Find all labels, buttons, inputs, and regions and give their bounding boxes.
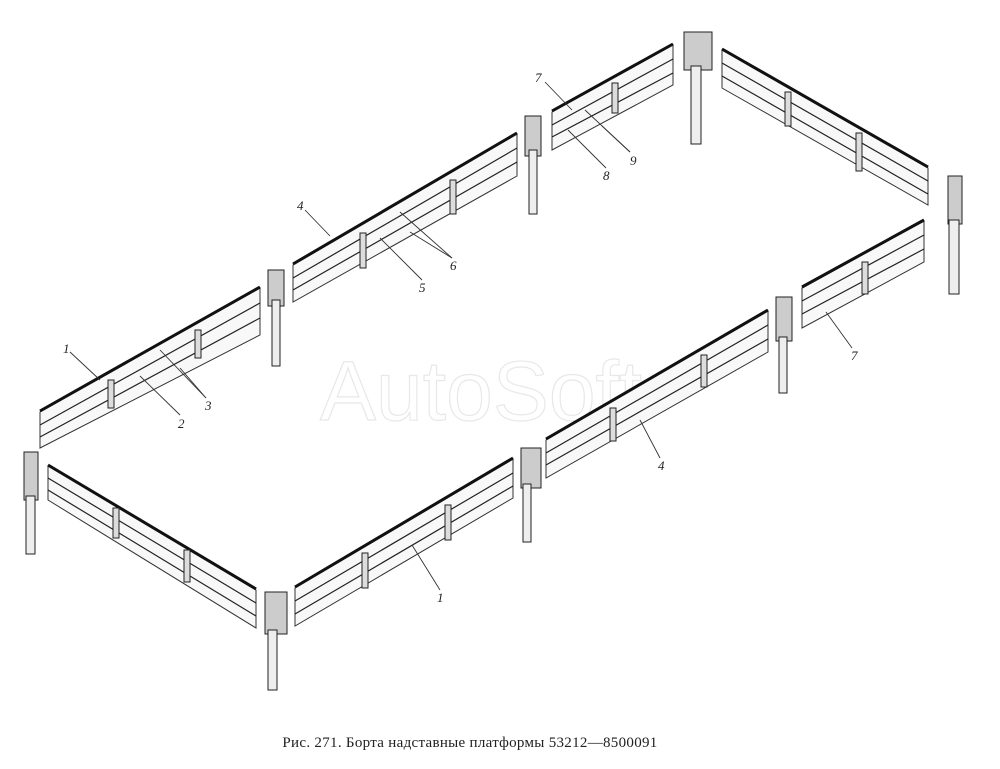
post-3: [683, 31, 713, 145]
panel-clip: [183, 549, 191, 583]
panel-clip: [855, 132, 863, 172]
figure-caption: Рис. 271. Борта надставные платформы 532…: [282, 735, 658, 751]
panel-clip: [609, 407, 617, 442]
leader-4-front: [639, 419, 661, 459]
callout-1-left: 1: [63, 341, 70, 356]
panel-clip: [700, 354, 708, 388]
callout-7-right: 7: [851, 348, 858, 363]
post-7: [264, 591, 288, 691]
panel-clip: [861, 261, 869, 295]
post-4: [947, 175, 963, 295]
leader-3a: [159, 349, 207, 399]
panel-front-long-right: [545, 308, 769, 479]
callout-7-top: 7: [535, 70, 542, 85]
panel-clip: [112, 507, 120, 539]
panel-left-front: [47, 463, 257, 629]
post-2: [524, 115, 542, 215]
callout-6: 6: [450, 258, 457, 273]
leader-8: [567, 129, 607, 169]
panel-clip: [107, 379, 115, 409]
panel-clip: [194, 329, 202, 359]
callout-2: 2: [178, 416, 185, 431]
callout-1-front: 1: [437, 590, 444, 605]
post-6: [520, 447, 542, 543]
leader-7-top: [544, 81, 573, 111]
panel-clip: [449, 179, 457, 215]
leader-6a: [399, 211, 453, 259]
callout-4-front: 4: [658, 458, 665, 473]
callout-4-top: 4: [297, 198, 304, 213]
panel-clip: [359, 232, 367, 269]
leader-9b: [601, 125, 631, 153]
panel-clip: [784, 91, 792, 127]
callout-3: 3: [204, 398, 212, 413]
leader-7-right: [825, 311, 853, 349]
leader-2: [139, 375, 181, 416]
panel-front-long-left: [294, 456, 514, 627]
leader-1-left: [69, 351, 101, 381]
panel-clip: [611, 82, 619, 114]
panel-right-back: [721, 47, 929, 206]
panel-clip: [444, 504, 452, 541]
leader-1-front: [411, 544, 441, 591]
leader-5: [379, 237, 423, 281]
leader-6b: [409, 231, 453, 259]
leader-4-top: [304, 209, 331, 237]
panel-top-long: [292, 131, 518, 303]
callout-5: 5: [419, 280, 426, 295]
callout-9: 9: [630, 153, 637, 168]
panel-left-side: [39, 285, 261, 449]
post-1: [267, 269, 285, 367]
post-8: [23, 451, 39, 555]
leader-3b: [179, 367, 207, 399]
callout-8: 8: [603, 168, 610, 183]
panel-clip: [361, 552, 369, 589]
post-5: [775, 296, 793, 394]
panel-right-front-short: [801, 218, 925, 329]
panel-top-short: [551, 42, 674, 151]
